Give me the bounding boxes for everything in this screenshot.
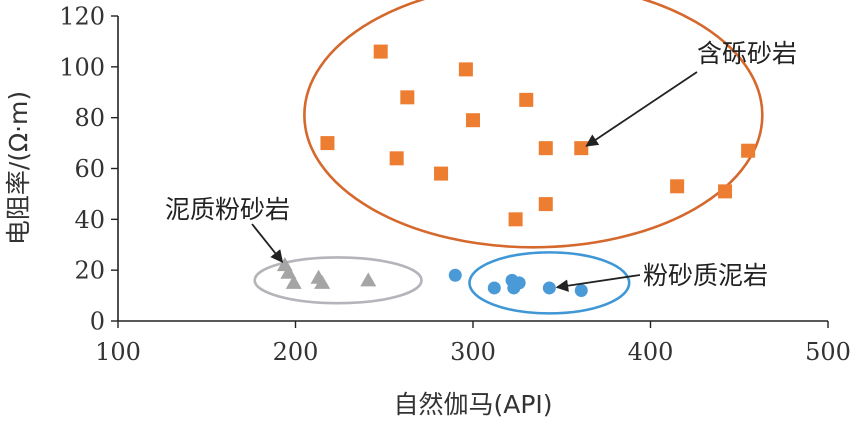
data-points (276, 44, 756, 297)
y-tick-label: 120 (59, 3, 105, 31)
square-point (466, 113, 480, 128)
cluster-ellipse-1 (253, 256, 423, 305)
circle-point (448, 268, 462, 282)
annotation-arrow-1 (251, 223, 284, 263)
circle-point (487, 281, 501, 295)
y-tick-label: 20 (74, 257, 105, 285)
circle-point (574, 284, 588, 297)
triangle-point (285, 274, 302, 289)
square-point (718, 184, 733, 199)
x-tick-label: 100 (95, 338, 141, 366)
y-axis-title: 电阻率/(Ω·m) (4, 91, 33, 245)
square-point (538, 197, 553, 212)
square-point (400, 90, 415, 105)
y-tick-label: 80 (74, 104, 105, 132)
x-tick-labels: 100 200 300 400 500 (95, 338, 851, 366)
cluster-ellipse-0 (303, 0, 764, 249)
cluster-ellipses (253, 0, 764, 315)
square-point (741, 143, 756, 158)
square-point (320, 136, 335, 151)
square-point (519, 92, 534, 107)
triangle-point (280, 264, 297, 279)
square-point (574, 141, 589, 156)
annotation-arrow-2 (555, 274, 641, 292)
annotation-arrow-0 (585, 71, 698, 147)
annotation-argillaceous-siltstone: 泥质粉砂岩 (165, 195, 290, 224)
x-tick-label: 200 (273, 338, 319, 366)
square-point (508, 212, 523, 227)
annotation-silty-mudstone: 粉砂质泥岩 (643, 261, 768, 290)
square-point (458, 62, 473, 77)
annotation-arrows (251, 71, 698, 292)
y-tick-label: 40 (74, 206, 105, 234)
square-point (389, 151, 404, 166)
x-axis-title: 自然伽马(API) (393, 390, 552, 419)
triangle-point (314, 274, 331, 289)
y-tick-labels: 0 20 40 60 80 100 120 (59, 3, 105, 336)
square-point (538, 141, 553, 156)
triangle-point (360, 272, 377, 287)
y-tick-label: 60 (74, 155, 105, 183)
circle-point (512, 276, 526, 290)
cluster-ellipse-2 (468, 251, 631, 315)
square-point (670, 179, 685, 194)
y-tick-label: 100 (59, 53, 105, 81)
x-tick-label: 500 (805, 338, 851, 366)
axis-ticks (111, 15, 829, 328)
square-point (434, 166, 449, 181)
square-point (373, 44, 388, 59)
x-tick-label: 300 (450, 338, 496, 366)
y-tick-label: 0 (90, 308, 105, 336)
x-tick-label: 400 (628, 338, 674, 366)
circle-point (542, 281, 556, 295)
annotation-gravel-sandstone: 含砾砂岩 (697, 39, 797, 68)
